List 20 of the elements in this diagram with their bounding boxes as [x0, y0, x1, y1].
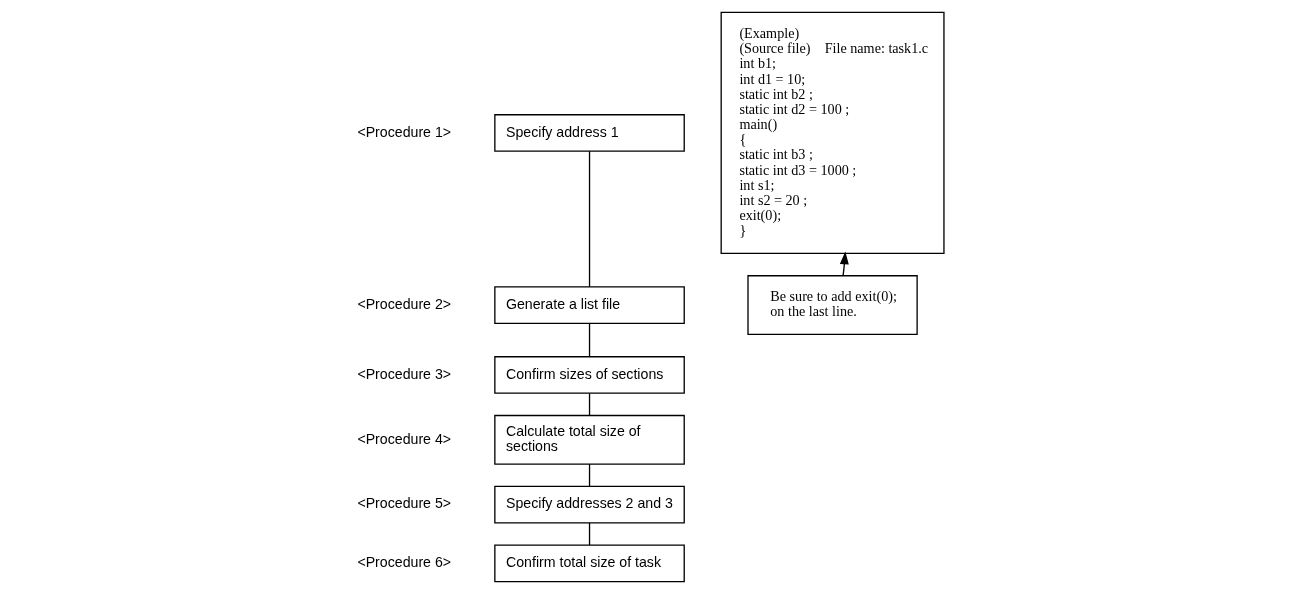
connector: [588, 150, 590, 288]
node-box: Specify address 1: [493, 114, 685, 152]
connector: [588, 463, 590, 487]
node-label: <Procedure 1>: [356, 123, 451, 140]
node-box: Specify addresses 2 and 3: [493, 485, 685, 524]
connector: [588, 392, 590, 416]
node-label: <Procedure 3>: [356, 365, 451, 382]
connector: [588, 522, 590, 546]
arrow: [839, 251, 849, 277]
node-box: Generate a list file: [493, 286, 685, 324]
node-box: Be sure to add exit(0); on the last line.: [746, 275, 918, 336]
node-box: Confirm total size of task: [493, 544, 685, 583]
node-label: <Procedure 5>: [356, 495, 451, 512]
node-label: <Procedure 4>: [356, 430, 451, 447]
connector: [588, 322, 590, 357]
node-box: Confirm sizes of sections: [493, 356, 685, 394]
node-label: <Procedure 6>: [356, 554, 451, 571]
node-box: Calculate total size of sections: [493, 414, 685, 465]
node-label: <Procedure 2>: [356, 295, 451, 312]
node-box: (Example) (Source file) File name: task1.c int b1; int d1 = 10; static int b2 ; static int d2 = 100 ; main() { static int b3 ; static int d3 = 1000 ; int s1; int s2 = 20 ; exit(0); }: [720, 11, 945, 255]
